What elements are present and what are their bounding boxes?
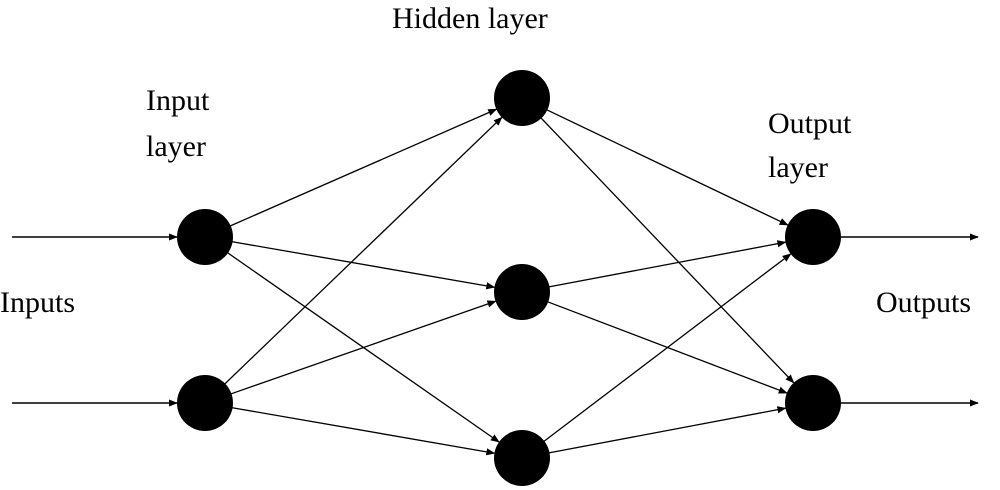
hidden-node-2 bbox=[494, 264, 550, 320]
outputs-label: Outputs bbox=[876, 286, 971, 319]
edge-input-2-to-hidden-1 bbox=[221, 116, 503, 387]
hidden-node-1 bbox=[494, 70, 550, 126]
input-node-1 bbox=[177, 209, 233, 265]
network-nodes bbox=[177, 70, 841, 486]
hidden-node-3 bbox=[494, 430, 550, 486]
edge-input-1-to-hidden-2 bbox=[228, 240, 496, 290]
output-node-2 bbox=[785, 375, 841, 431]
input-node-2 bbox=[177, 375, 233, 431]
edge-hidden-1-to-output-2 bbox=[538, 114, 795, 384]
edge-input-1-to-hidden-3 bbox=[224, 250, 500, 443]
edge-input-1-to-hidden-1 bbox=[226, 108, 498, 228]
edge-input-2-to-hidden-2 bbox=[227, 300, 497, 396]
connection-edges bbox=[221, 107, 795, 456]
inputs-label: Inputs bbox=[0, 286, 75, 319]
edge-hidden-2-to-output-2 bbox=[544, 299, 788, 394]
edge-hidden-2-to-output-1 bbox=[545, 240, 787, 289]
hidden-layer-label: Hidden layer bbox=[392, 2, 548, 35]
input-layer-label-line2: layer bbox=[146, 130, 206, 163]
output-node-1 bbox=[785, 209, 841, 265]
output-layer-label-line1: Output bbox=[768, 107, 852, 140]
io-arrows bbox=[12, 233, 979, 407]
edge-hidden-3-to-output-2 bbox=[545, 406, 787, 455]
input-layer-label-line1: Input bbox=[146, 84, 210, 117]
edge-hidden-3-to-output-1 bbox=[540, 253, 792, 445]
edge-hidden-1-to-output-1 bbox=[543, 107, 789, 226]
edge-input-2-to-hidden-3 bbox=[228, 406, 496, 456]
output-layer-label-line2: layer bbox=[768, 151, 828, 184]
